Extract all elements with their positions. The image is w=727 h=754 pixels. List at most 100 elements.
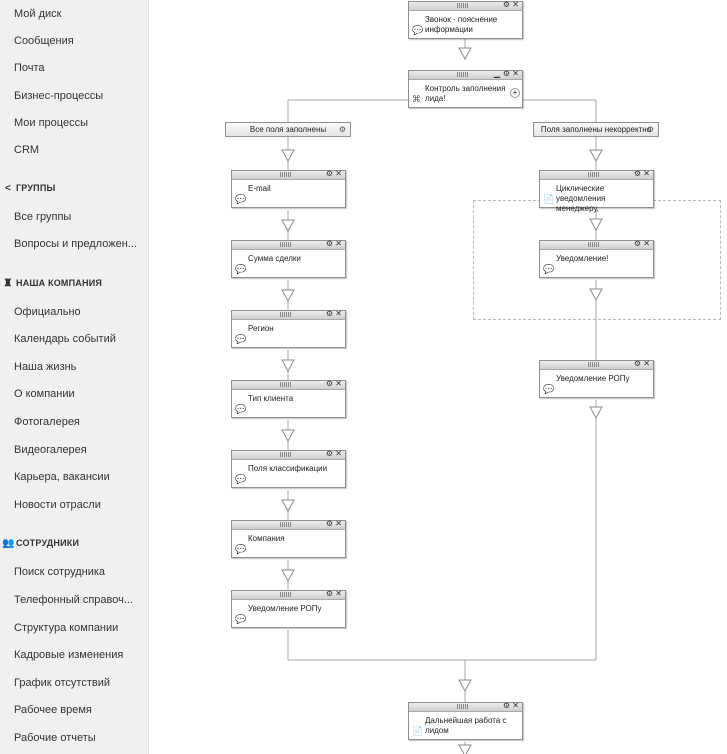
section-company: ♜НАША КОМПАНИЯ — [3, 278, 103, 289]
nav-absence[interactable]: График отсутствий — [14, 677, 111, 689]
drag-handle[interactable] — [280, 522, 292, 527]
branch-all-filled[interactable]: Все поля заполнены ⚙ — [225, 122, 351, 137]
nav-mail[interactable]: Почта — [14, 62, 45, 74]
nav-messages[interactable]: Сообщения — [14, 35, 74, 47]
gear-icon[interactable]: ⚙ — [325, 239, 333, 248]
block-email[interactable]: ⚙✕ 💬E-mail — [231, 169, 346, 208]
gear-icon[interactable]: ⚙ — [325, 589, 333, 598]
close-icon[interactable]: ✕ — [335, 449, 342, 458]
branch-incorrect[interactable]: Поля заполнены некорректно ⚙ — [533, 122, 659, 137]
nav-my-disk[interactable]: Мой диск — [14, 8, 62, 20]
block-classification[interactable]: ⚙✕ 💬Поля классификации — [231, 449, 346, 488]
drag-handle[interactable] — [588, 242, 600, 247]
close-icon[interactable]: ✕ — [335, 519, 342, 528]
message-icon: 💬 — [412, 25, 424, 35]
close-icon[interactable]: ✕ — [335, 169, 342, 178]
flow-arrow — [589, 406, 603, 420]
gear-icon[interactable]: ⚙ — [338, 125, 346, 134]
gear-icon[interactable]: ⚙ — [325, 519, 333, 528]
gear-icon[interactable]: ⚙ — [502, 701, 510, 710]
block-body: 💬Уведомление РОПу — [540, 370, 653, 397]
close-icon[interactable]: ✕ — [512, 0, 519, 9]
block-company[interactable]: ⚙✕ 💬Компания — [231, 519, 346, 558]
drag-handle[interactable] — [588, 362, 600, 367]
drag-handle[interactable] — [280, 172, 292, 177]
close-icon[interactable]: ✕ — [643, 359, 650, 368]
nav-career[interactable]: Карьера, вакансии — [14, 471, 110, 483]
nav-structure[interactable]: Структура компании — [14, 622, 119, 634]
block-deal-sum[interactable]: ⚙✕ 💬Сумма сделки — [231, 239, 346, 278]
nav-crm[interactable]: CRM — [14, 144, 40, 156]
nav-all-groups[interactable]: Все группы — [14, 211, 72, 223]
minimize-icon[interactable]: ▁ — [493, 69, 500, 78]
branch-label: Поля заполнены некорректно — [540, 125, 652, 134]
close-icon[interactable]: ✕ — [335, 239, 342, 248]
block-body: 📄Циклические уведомления менеджеру, — [540, 180, 653, 213]
nav-official[interactable]: Официально — [14, 306, 81, 318]
drag-handle[interactable] — [280, 452, 292, 457]
nav-hr-changes[interactable]: Кадровые изменения — [14, 649, 124, 661]
block-notify-rop-right[interactable]: ⚙✕ 💬Уведомление РОПу — [539, 359, 654, 398]
nav-work-time[interactable]: Рабочее время — [14, 704, 92, 716]
gear-icon[interactable]: ⚙ — [325, 449, 333, 458]
gear-icon[interactable]: ⚙ — [325, 309, 333, 318]
close-icon[interactable]: ✕ — [335, 379, 342, 388]
drag-handle[interactable] — [280, 312, 292, 317]
add-branch-button[interactable]: + — [510, 88, 520, 98]
block-region[interactable]: ⚙✕ 💬Регион — [231, 309, 346, 348]
nav-business-processes[interactable]: Бизнес-процессы — [14, 90, 104, 102]
drag-handle[interactable] — [457, 3, 469, 8]
nav-my-processes[interactable]: Мои процессы — [14, 117, 88, 129]
drag-handle[interactable] — [457, 704, 469, 709]
gear-icon[interactable]: ⚙ — [646, 125, 654, 134]
script-icon: 📄 — [412, 726, 424, 736]
block-client-type[interactable]: ⚙✕ 💬Тип клиента — [231, 379, 346, 418]
section-employees: 👥СОТРУДНИКИ — [2, 538, 80, 549]
drag-handle[interactable] — [280, 382, 292, 387]
close-icon[interactable]: ✕ — [335, 309, 342, 318]
close-icon[interactable]: ✕ — [512, 701, 519, 710]
nav-about[interactable]: О компании — [14, 388, 75, 400]
gear-icon[interactable]: ⚙ — [633, 169, 641, 178]
close-icon[interactable]: ✕ — [643, 239, 650, 248]
close-icon[interactable]: ✕ — [335, 589, 342, 598]
block-notify-rop-left[interactable]: ⚙✕ 💬Уведомление РОПу — [231, 589, 346, 628]
close-icon[interactable]: ✕ — [643, 169, 650, 178]
block-label: Уведомление! — [556, 254, 609, 263]
nav-news[interactable]: Новости отрасли — [14, 499, 101, 511]
nav-search-employee[interactable]: Поиск сотрудника — [14, 566, 106, 578]
block-label: Тип клиента — [248, 394, 294, 403]
message-icon: 💬 — [235, 194, 247, 204]
nav-phonebook[interactable]: Телефонный справоч... — [14, 594, 134, 606]
block-notify[interactable]: ⚙✕ 💬Уведомление! — [539, 239, 654, 278]
gear-icon[interactable]: ⚙ — [325, 169, 333, 178]
nav-questions[interactable]: Вопросы и предложен... — [14, 238, 137, 250]
sidebar: Мой диск Сообщения Почта Бизнес-процессы… — [0, 0, 149, 754]
drag-handle[interactable] — [457, 72, 469, 77]
gear-icon[interactable]: ⚙ — [325, 379, 333, 388]
block-control[interactable]: ▁ ⚙ ✕ ⌘ Контроль заполнения лида! + — [408, 69, 523, 108]
block-body: 💬Регион — [232, 320, 345, 347]
share-icon: < — [4, 183, 12, 194]
nav-our-life[interactable]: Наша жизнь — [14, 361, 77, 373]
message-icon: 💬 — [235, 404, 247, 414]
nav-calendar[interactable]: Календарь событий — [14, 333, 116, 345]
gear-icon[interactable]: ⚙ — [502, 69, 510, 78]
close-icon[interactable]: ✕ — [512, 69, 519, 78]
block-label: Уведомление РОПу — [248, 604, 322, 613]
block-further-work[interactable]: ⚙✕ 📄Дальнейшая работа с лидом — [408, 701, 523, 740]
block-call[interactable]: ⚙ ✕ 💬 Звонок - пояснение информации — [408, 0, 523, 39]
flow-arrow — [281, 219, 295, 233]
nav-video[interactable]: Видеогалерея — [14, 444, 87, 456]
block-cyclic-notify[interactable]: ⚙✕ 📄Циклические уведомления менеджеру, — [539, 169, 654, 213]
nav-work-reports[interactable]: Рабочие отчеты — [14, 732, 96, 744]
gear-icon[interactable]: ⚙ — [502, 0, 510, 9]
drag-handle[interactable] — [280, 592, 292, 597]
nav-photo[interactable]: Фотогалерея — [14, 416, 80, 428]
drag-handle[interactable] — [588, 172, 600, 177]
block-body: 💬Сумма сделки — [232, 250, 345, 277]
gear-icon[interactable]: ⚙ — [633, 359, 641, 368]
drag-handle[interactable] — [280, 242, 292, 247]
flow-arrow — [458, 744, 472, 754]
gear-icon[interactable]: ⚙ — [633, 239, 641, 248]
